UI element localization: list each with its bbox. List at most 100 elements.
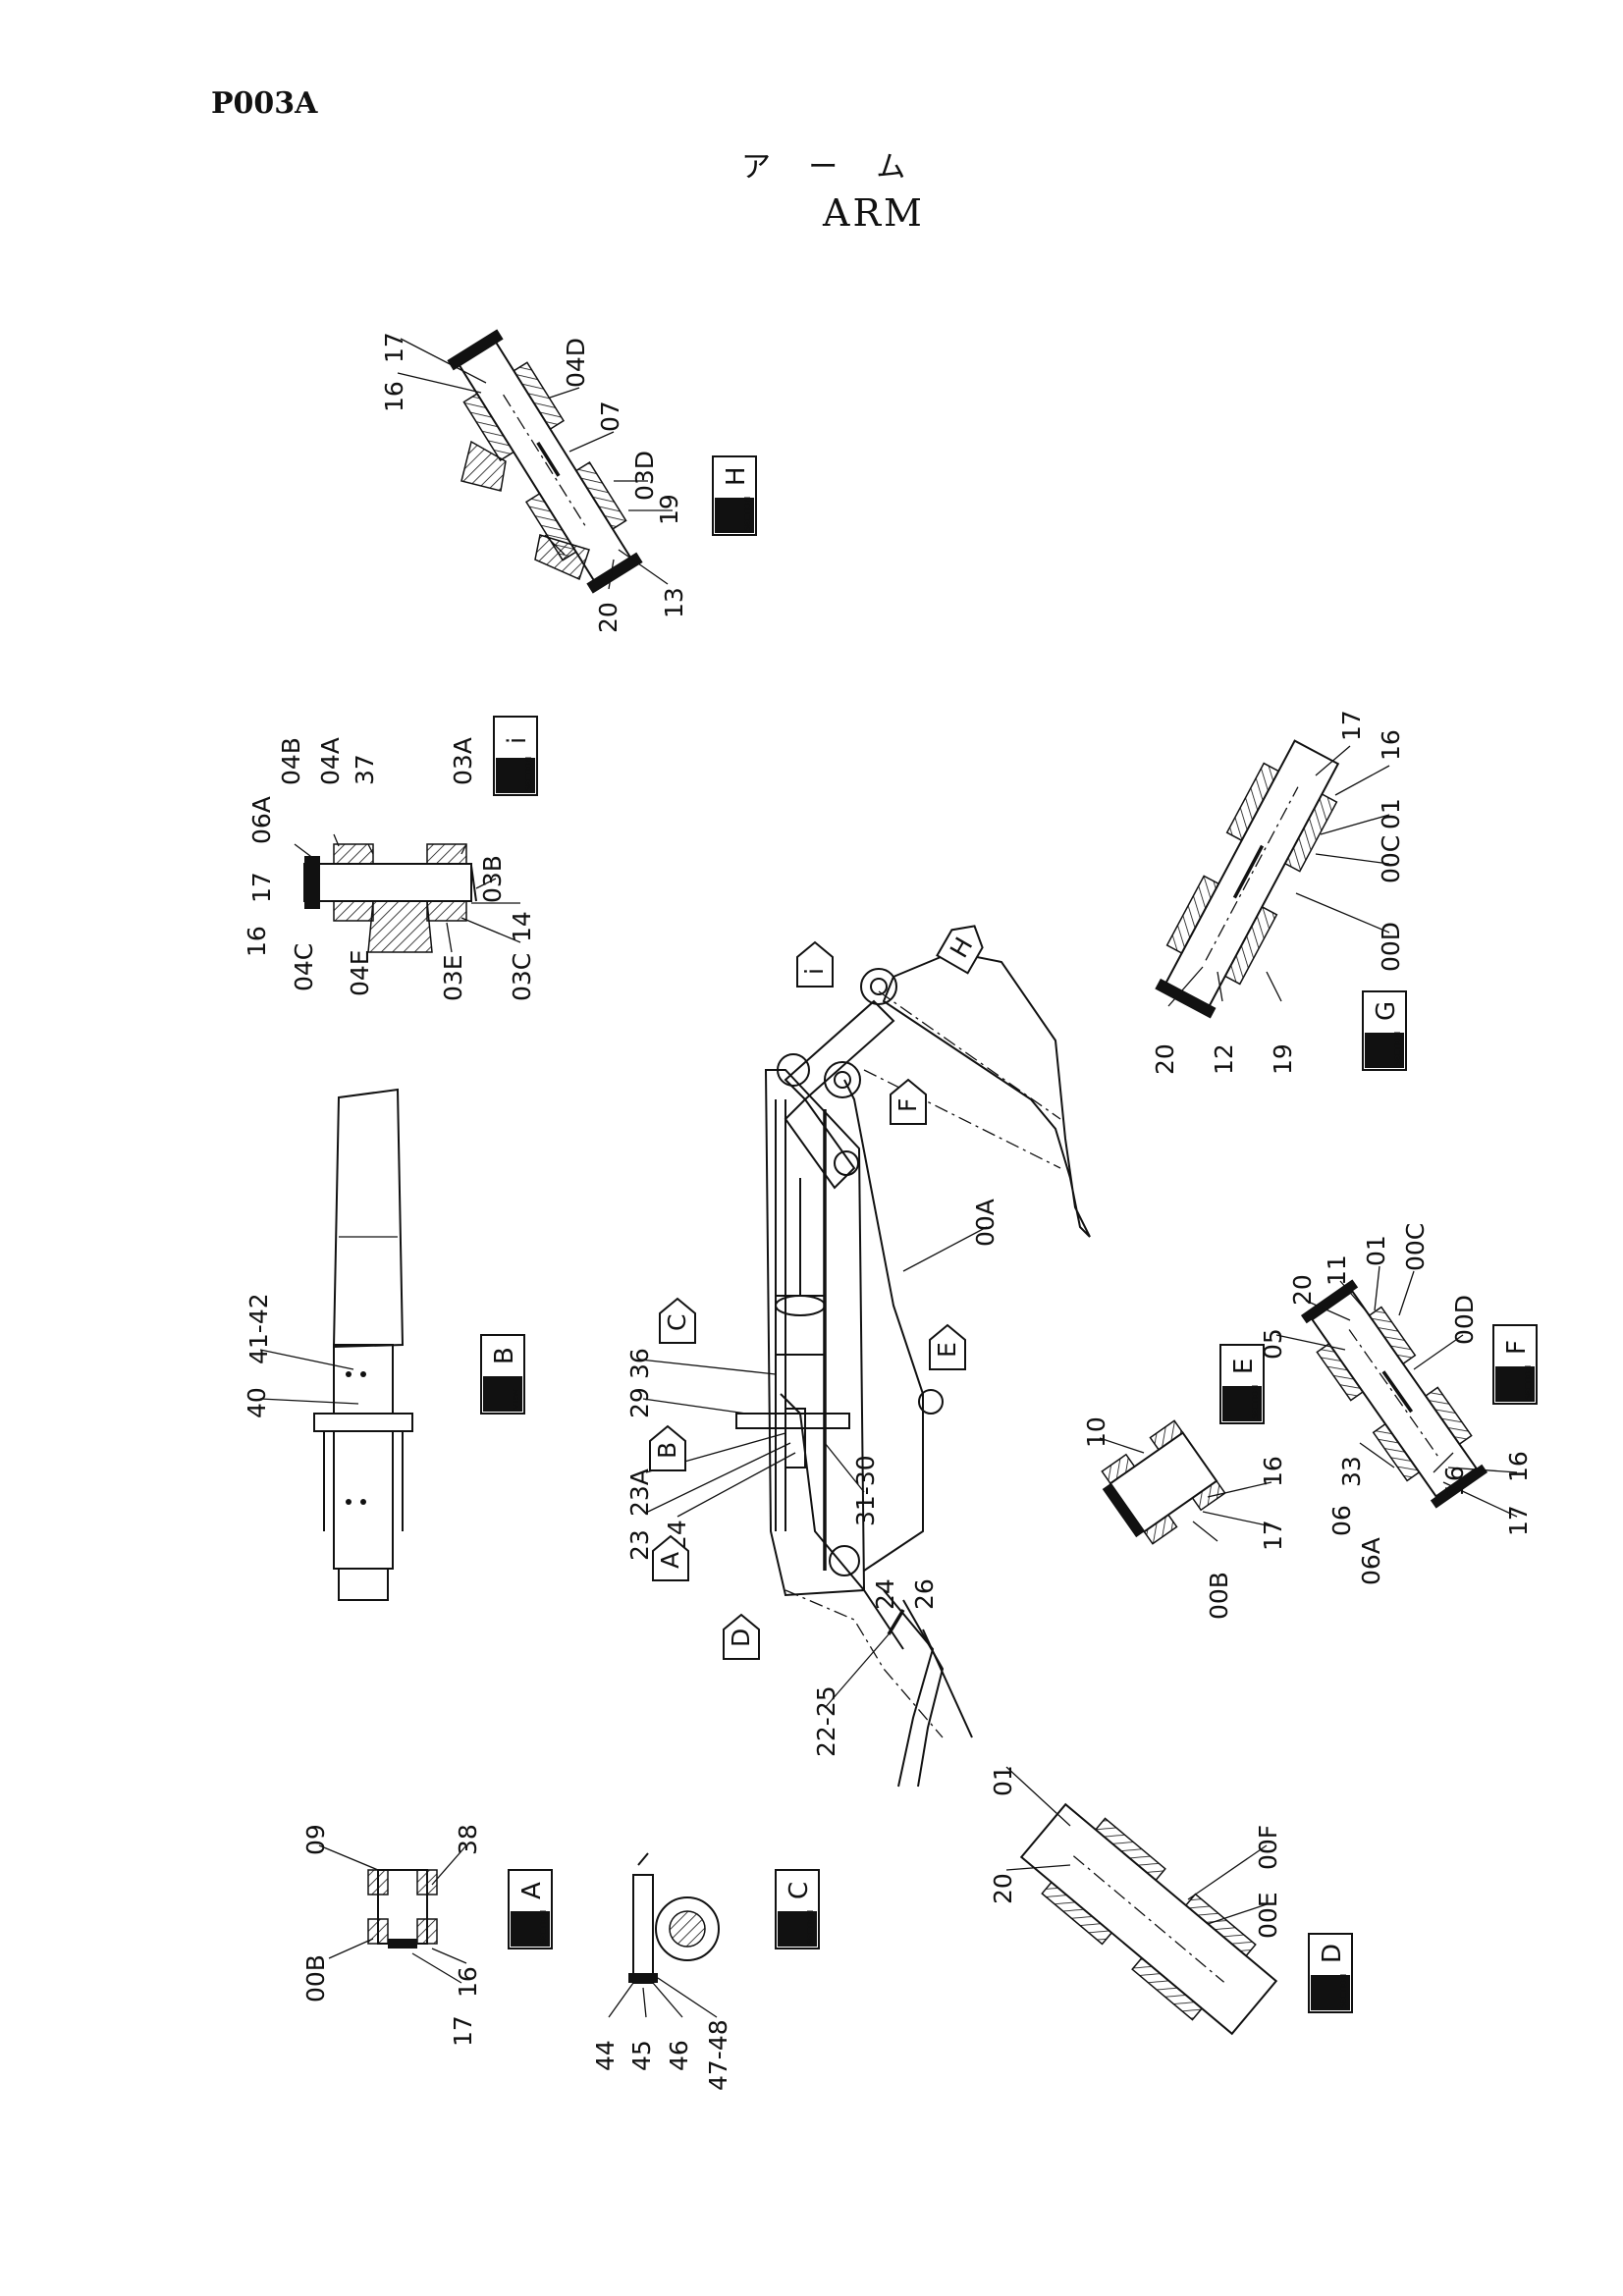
svg-text:06: 06 bbox=[1327, 1505, 1356, 1536]
label-07: 07 bbox=[596, 400, 624, 432]
svg-text:29: 29 bbox=[625, 1387, 654, 1418]
tag-section-d: SECTION D bbox=[1308, 1933, 1353, 2013]
view-arrow-h: H bbox=[936, 925, 984, 975]
svg-text:17: 17 bbox=[449, 2015, 477, 2047]
svg-text:16: 16 bbox=[1259, 1456, 1287, 1487]
svg-text:47-48: 47-48 bbox=[704, 2019, 732, 2091]
view-arrow-i: i bbox=[796, 940, 834, 988]
view-arrow-f: F bbox=[890, 1078, 927, 1125]
section-a-labels: 09 38 00B 16 17 bbox=[301, 1824, 482, 2047]
section-i-labels: 06A 04B 04A 37 03A 16 17 03B 14 03C 03E … bbox=[243, 737, 536, 1001]
svg-text:20: 20 bbox=[989, 1873, 1017, 1904]
svg-text:11: 11 bbox=[1323, 1255, 1351, 1286]
tag-section-a: SECTION A bbox=[508, 1869, 553, 1949]
title-english: ARM bbox=[823, 191, 925, 235]
main-arm-drawing bbox=[735, 950, 1091, 1788]
svg-text:16: 16 bbox=[243, 926, 271, 957]
svg-text:23A: 23A bbox=[625, 1468, 654, 1517]
svg-text:10: 10 bbox=[1082, 1416, 1110, 1448]
svg-text:16: 16 bbox=[454, 1966, 482, 1998]
svg-text:i: i bbox=[800, 968, 829, 975]
view-b-labels: 40 41-42 bbox=[243, 1293, 359, 1418]
svg-text:F: F bbox=[1502, 1340, 1532, 1355]
section-i-detail bbox=[303, 843, 477, 953]
svg-text:04B: 04B bbox=[277, 737, 305, 785]
svg-text:SECTION: SECTION bbox=[806, 1910, 815, 1945]
svg-text:41-42: 41-42 bbox=[244, 1293, 273, 1364]
section-g-labels: 17 16 01 00C 00D 19 12 20 bbox=[1151, 710, 1405, 1075]
label-20: 20 bbox=[594, 602, 622, 633]
svg-text:33: 33 bbox=[1337, 1456, 1366, 1487]
svg-text:C: C bbox=[784, 1882, 814, 1899]
svg-text:24: 24 bbox=[871, 1578, 899, 1610]
section-a-detail bbox=[367, 1869, 438, 1949]
svg-text:E: E bbox=[933, 1342, 961, 1358]
svg-text:H: H bbox=[722, 466, 751, 486]
svg-text:16: 16 bbox=[1377, 729, 1405, 761]
section-f-labels: 20 11 01 00C 05 00D 33 16 06 06A 17 16 bbox=[1259, 1223, 1533, 1585]
svg-text:01: 01 bbox=[1377, 798, 1405, 829]
tag-section-f: SECTION F bbox=[1492, 1324, 1538, 1405]
view-arrow-a: A bbox=[652, 1534, 689, 1581]
svg-text:31-30: 31-30 bbox=[851, 1455, 880, 1526]
label-17: 17 bbox=[380, 332, 408, 363]
svg-text:36: 36 bbox=[625, 1348, 654, 1379]
svg-text:04A: 04A bbox=[316, 737, 345, 785]
tag-section-c: SECTION C bbox=[775, 1869, 820, 1949]
section-c-labels: 44 45 46 47-48 bbox=[591, 1977, 732, 2091]
svg-text:01: 01 bbox=[989, 1765, 1017, 1796]
tag-section-i: SECTION i bbox=[493, 716, 538, 796]
svg-text:00B: 00B bbox=[1205, 1572, 1233, 1620]
section-d-labels: 01 20 00F 00E bbox=[989, 1765, 1282, 1939]
tag-section-e: SECTION E bbox=[1219, 1344, 1265, 1424]
svg-text:D: D bbox=[727, 1629, 755, 1647]
svg-text:F: F bbox=[893, 1098, 922, 1112]
section-h-labels: 16 17 04D 07 03D 19 13 20 bbox=[380, 332, 688, 633]
svg-text:SECTION: SECTION bbox=[743, 497, 752, 531]
svg-text:B: B bbox=[490, 1347, 519, 1364]
section-e-detail bbox=[1101, 1419, 1226, 1545]
svg-text:12: 12 bbox=[1210, 1043, 1238, 1075]
svg-text:26: 26 bbox=[910, 1578, 939, 1610]
view-arrow-b: B bbox=[649, 1424, 686, 1471]
label-03d: 03D bbox=[630, 451, 659, 501]
svg-text:38: 38 bbox=[454, 1824, 482, 1855]
svg-text:B: B bbox=[653, 1442, 681, 1459]
svg-text:A: A bbox=[517, 1882, 547, 1899]
svg-text:00D: 00D bbox=[1377, 922, 1405, 972]
svg-text:00E: 00E bbox=[1254, 1892, 1282, 1939]
svg-text:45: 45 bbox=[627, 2040, 656, 2071]
svg-text:16: 16 bbox=[1504, 1451, 1533, 1482]
section-e-labels: 10 16 17 00B bbox=[1082, 1416, 1287, 1620]
svg-text:04E: 04E bbox=[346, 949, 374, 996]
tag-section-h: SECTION H bbox=[712, 455, 757, 536]
svg-text:06A: 06A bbox=[247, 796, 276, 844]
svg-text:00A: 00A bbox=[971, 1199, 1000, 1247]
section-d-detail bbox=[1019, 1802, 1278, 2036]
svg-text:00D: 00D bbox=[1450, 1295, 1479, 1345]
svg-text:SECTION: SECTION bbox=[1524, 1365, 1533, 1400]
svg-text:23: 23 bbox=[625, 1529, 654, 1561]
label-04d: 04D bbox=[562, 338, 590, 388]
view-arrow-e: E bbox=[929, 1323, 966, 1370]
section-g-detail bbox=[1155, 739, 1340, 1019]
svg-text:03C: 03C bbox=[508, 953, 536, 1001]
svg-text:00F: 00F bbox=[1254, 1825, 1282, 1870]
section-c-detail bbox=[628, 1852, 720, 1984]
view-arrow-d: D bbox=[723, 1613, 760, 1660]
svg-text:03B: 03B bbox=[478, 855, 507, 903]
svg-text:17: 17 bbox=[1504, 1505, 1533, 1536]
svg-text:A: A bbox=[656, 1552, 684, 1569]
svg-text:22-25: 22-25 bbox=[812, 1685, 840, 1757]
svg-text:C: C bbox=[663, 1314, 691, 1331]
label-19: 19 bbox=[655, 494, 683, 525]
svg-text:04C: 04C bbox=[290, 943, 318, 991]
svg-text:40: 40 bbox=[243, 1387, 271, 1418]
svg-text:17: 17 bbox=[1337, 710, 1366, 741]
svg-text:E: E bbox=[1229, 1359, 1259, 1374]
svg-text:46: 46 bbox=[665, 2040, 693, 2071]
svg-text:06A: 06A bbox=[1357, 1537, 1385, 1585]
svg-text:03E: 03E bbox=[439, 954, 467, 1001]
view-b-detail bbox=[313, 1088, 413, 1601]
